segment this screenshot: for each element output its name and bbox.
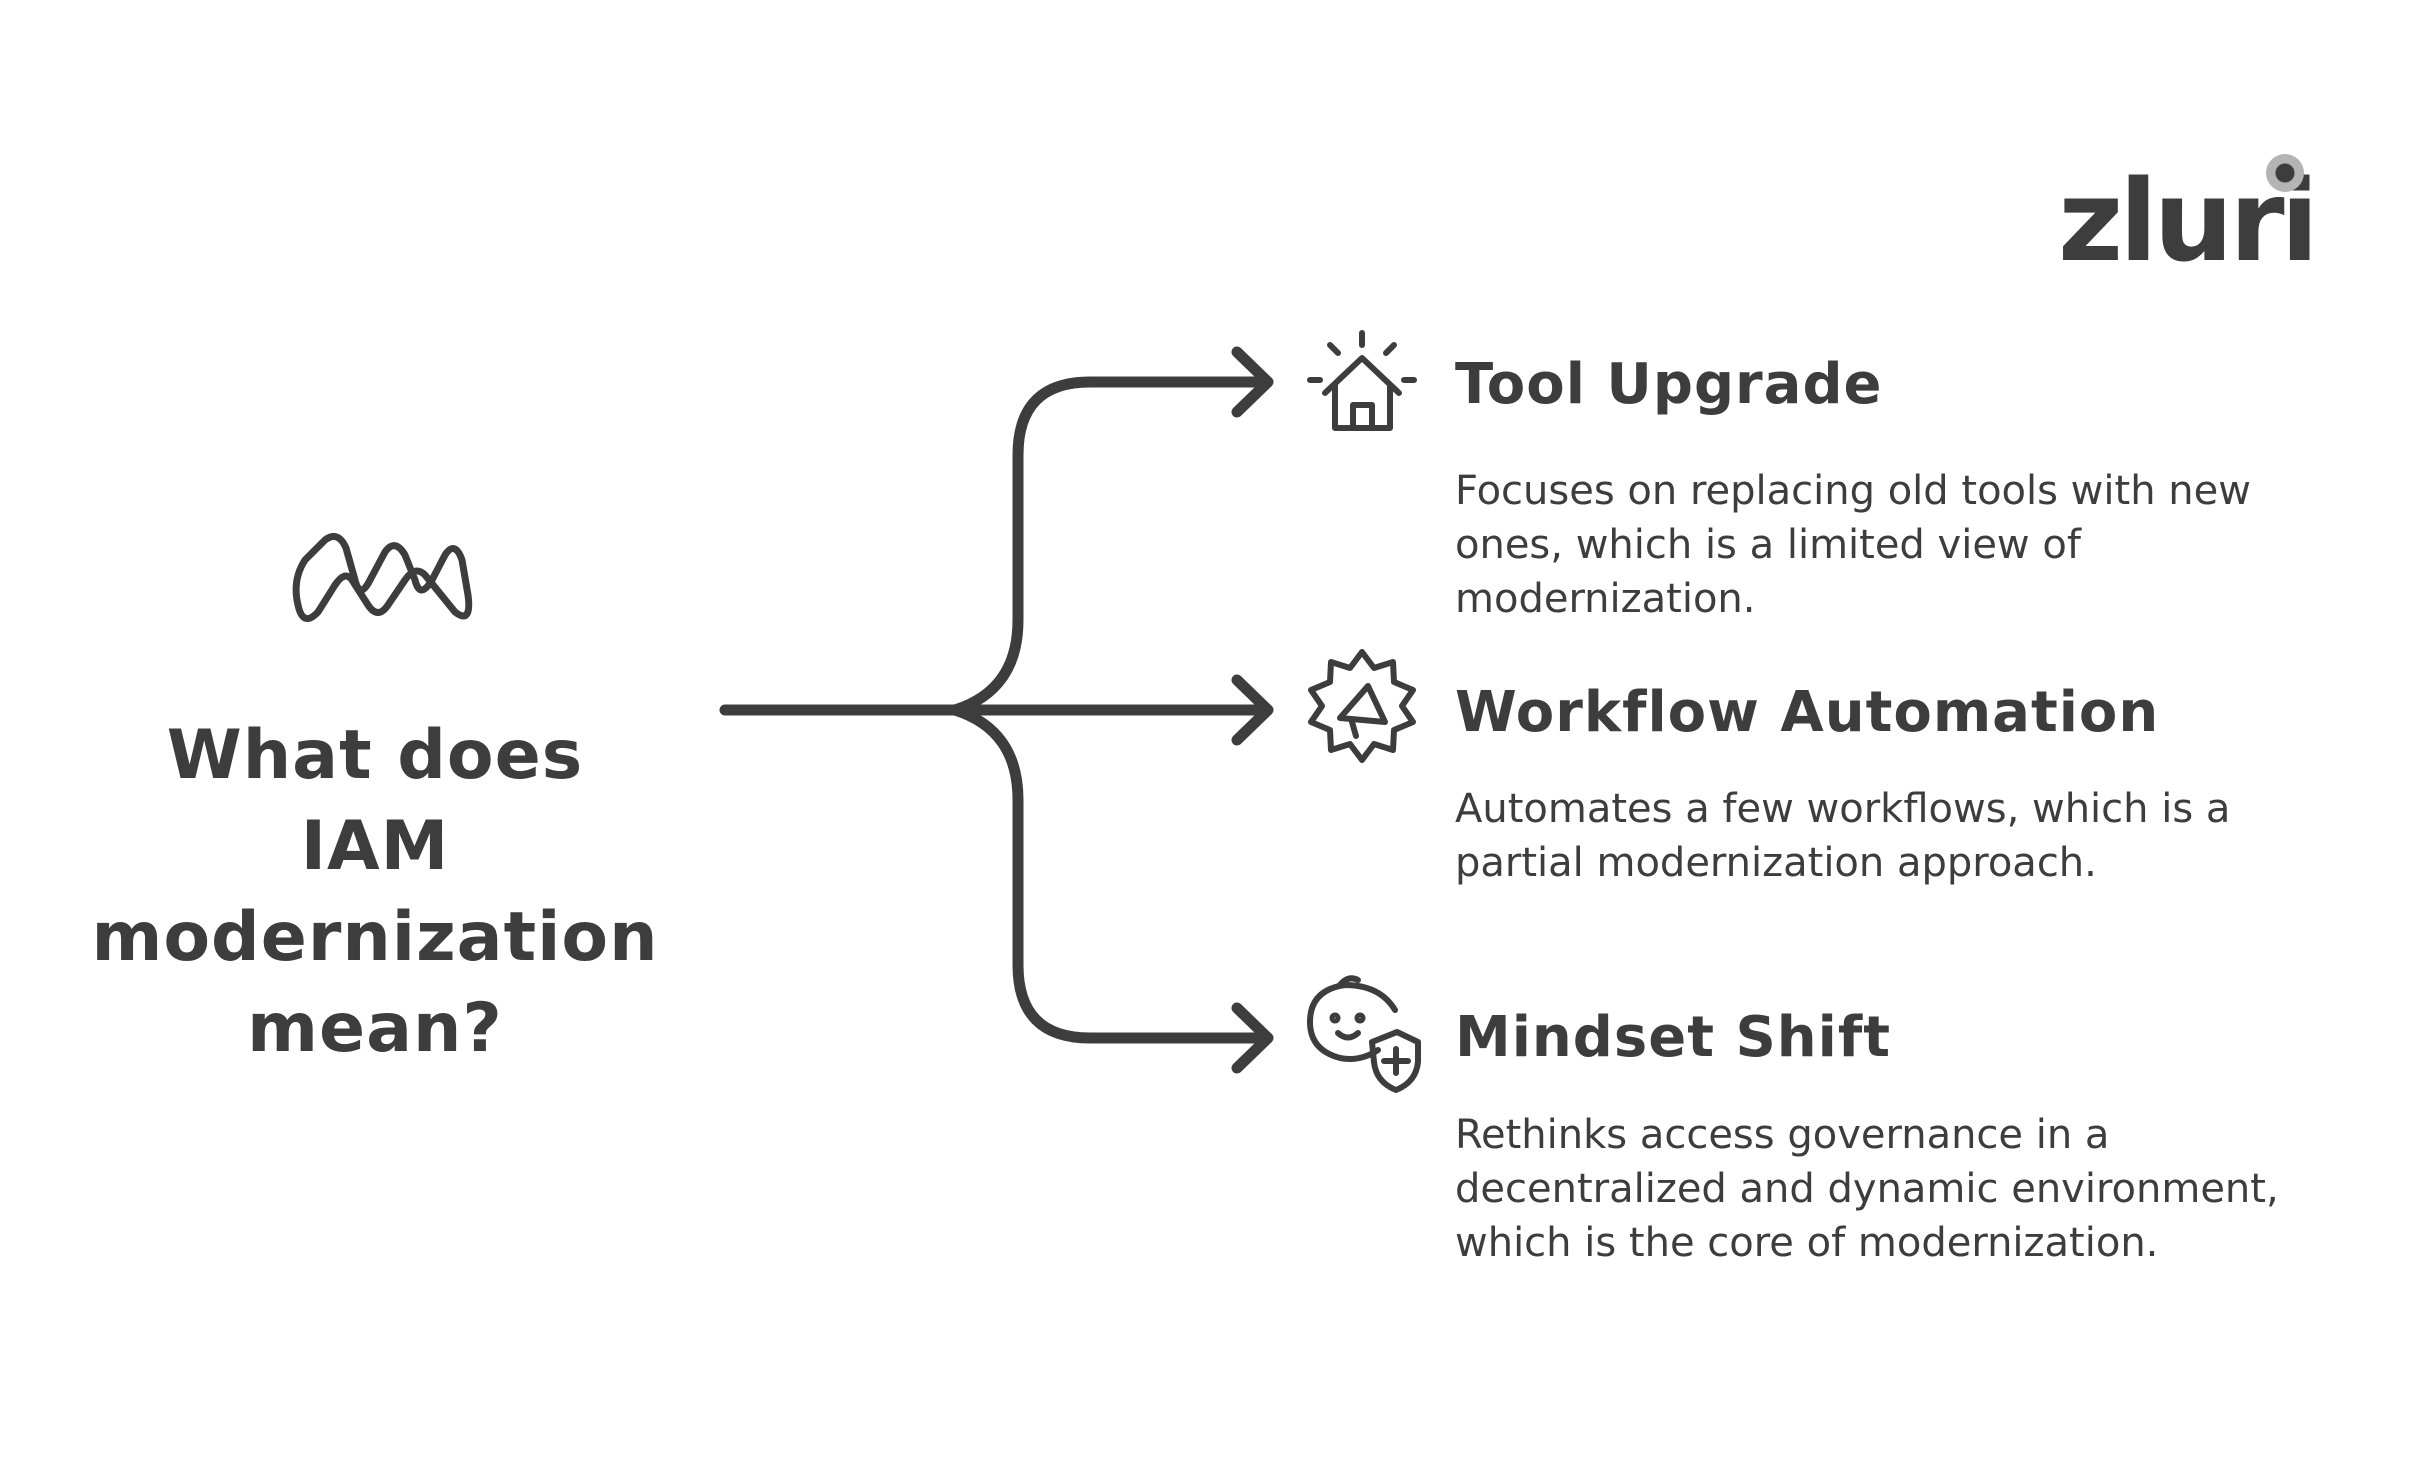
question-line: modernization (91, 898, 659, 977)
connector-bottom (949, 704, 1268, 1044)
house-icon (1307, 330, 1417, 431)
branch-description-mindset-shift: Rethinks access governance in a decentra… (1455, 1112, 2279, 1266)
mountain-icon (292, 532, 473, 622)
branch-title-mindset-shift: Mindset Shift (1455, 1005, 1891, 1070)
connector-top (949, 376, 1268, 716)
baby-shield-icon (1307, 975, 1421, 1093)
arrowhead-middle (1231, 674, 1274, 746)
logo-dot-icon (2266, 154, 2304, 192)
branch-title-workflow-automation: Workflow Automation (1455, 680, 2160, 745)
arrowhead-bottom (1231, 1002, 1274, 1074)
branch-description-tool-upgrade: Focuses on replacing old tools with new … (1455, 468, 2251, 622)
gear-megaphone-icon (1308, 649, 1416, 763)
question-line: What does (166, 716, 584, 795)
central-question: What does IAM modernization mean? (70, 710, 680, 1074)
arrowhead-top (1231, 346, 1274, 418)
question-line: IAM (300, 807, 450, 886)
branch-title-tool-upgrade: Tool Upgrade (1455, 352, 1883, 417)
branch-description-workflow-automation: Automates a few workflows, which is a pa… (1455, 786, 2231, 886)
question-line: mean? (247, 989, 503, 1068)
brand-logo: zluri (2058, 148, 2358, 278)
